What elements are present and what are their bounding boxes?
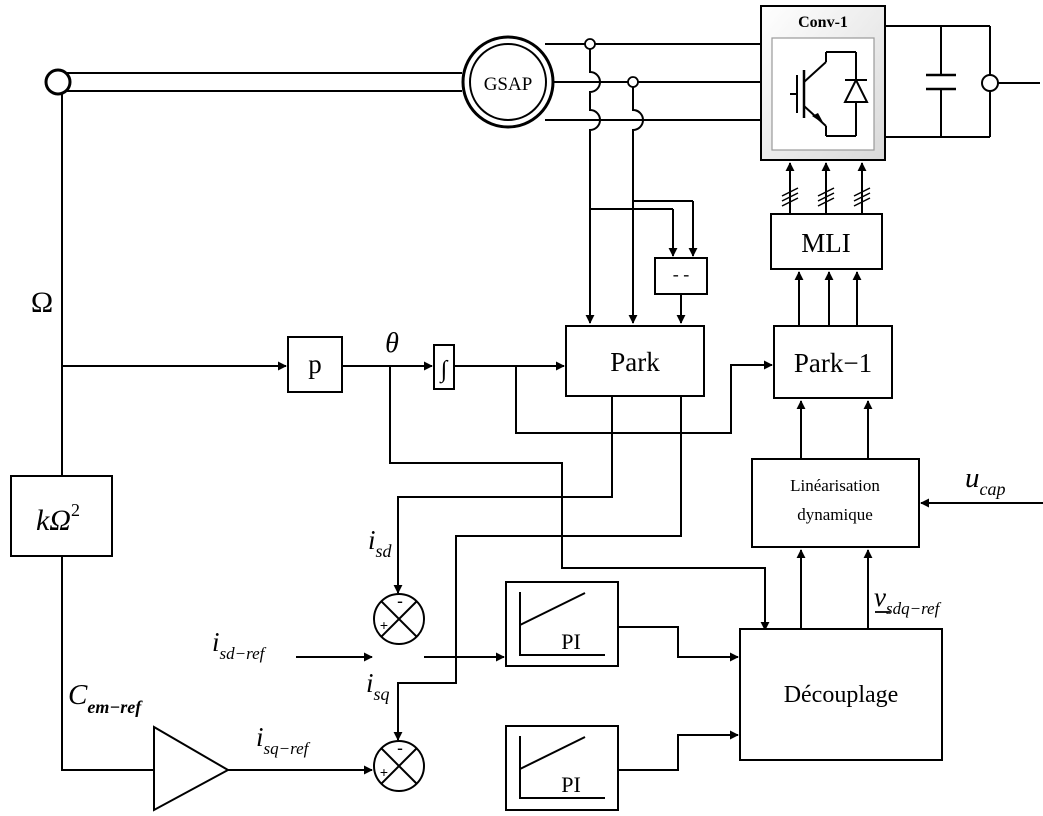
omega-path: Ω: [31, 94, 287, 476]
komega-base: kΩ: [36, 504, 71, 537]
isd-ref-sub: sd−ref: [220, 644, 267, 663]
v-ref-sub: sdq−ref: [886, 599, 942, 618]
isq-sub: sq: [374, 684, 390, 704]
isd-ref-input: isd−ref: [212, 627, 373, 663]
three-phase-lines: [545, 38, 760, 308]
u-cap-input: ucap: [920, 462, 1043, 508]
linearisation-line2: dynamique: [797, 505, 873, 524]
pi2-to-decouplage: [618, 730, 739, 771]
theta-label: θ: [385, 328, 399, 359]
svg-text:isq−ref: isq−ref: [256, 722, 311, 758]
summer-d-plus: +: [380, 617, 388, 633]
pi1-to-decouplage: [618, 626, 739, 662]
park-inverse-block: Park−1: [773, 325, 893, 399]
v-ref-base: v: [874, 582, 886, 612]
dc-bus: [885, 25, 1040, 138]
pi1-label: PI: [561, 629, 581, 654]
mli-label: MLI: [801, 228, 851, 258]
isq-ref-sub: sq−ref: [264, 739, 311, 758]
pi2-label: PI: [561, 772, 581, 797]
gsap-generator: GSAP: [461, 35, 555, 129]
isq-base: i: [366, 668, 374, 698]
pi-block-2: PI: [505, 725, 619, 811]
shaft-end-circle: [44, 68, 72, 96]
pi-block-1: PI: [505, 581, 619, 667]
park-inverse-label: Park−1: [794, 348, 872, 378]
park-outputs: [393, 396, 682, 741]
theta-path: θ: [342, 328, 770, 631]
omega-label: Ω: [31, 286, 53, 319]
summer-q-minus: -: [397, 738, 403, 758]
voltage-measurement-branch: - -: [590, 200, 708, 324]
summer-d-minus: -: [397, 591, 403, 611]
park-block: Park: [565, 325, 705, 397]
integrator-block: ∫: [433, 344, 455, 390]
v-sdq-ref-label: vsdq−ref: [874, 582, 942, 618]
svg-text:kΩ2: kΩ2: [36, 500, 80, 537]
u-cap-sub: cap: [980, 479, 1006, 499]
isd-ref-base: i: [212, 627, 220, 657]
isq-ref-label: isq−ref: [256, 722, 311, 758]
svg-text:isd−ref: isd−ref: [212, 627, 267, 663]
isd-base: i: [368, 525, 376, 555]
mli-block: MLI: [770, 213, 883, 270]
summer-q-plus: +: [380, 764, 388, 780]
gsap-label: GSAP: [484, 74, 533, 95]
isd-signal-label: isd: [368, 525, 393, 561]
linearisation-line1: Linéarisation: [790, 476, 880, 495]
p-block: p: [287, 336, 343, 393]
svg-text:vsdq−ref: vsdq−ref: [874, 582, 942, 618]
svg-text:Cem−ref: Cem−ref: [68, 679, 143, 717]
igbt-diode-icon: [771, 37, 875, 151]
shaft: [44, 68, 462, 96]
integrator-label: ∫: [439, 357, 449, 384]
k-omega-squared-block: kΩ2: [10, 475, 113, 557]
komega-exp: 2: [71, 500, 80, 520]
decouplage-label: Découplage: [784, 682, 899, 708]
svg-text:ucap: ucap: [965, 462, 1006, 499]
summer-q: - +: [373, 738, 425, 792]
cem-ref-base: C: [68, 679, 88, 711]
linearisation-block: Linéarisation dynamique: [751, 458, 920, 548]
decouplage-block: Découplage: [739, 628, 943, 761]
svg-text:isq: isq: [366, 668, 390, 704]
angle-path: [454, 360, 773, 434]
summer-d: - +: [373, 591, 425, 645]
u-cap-base: u: [965, 462, 980, 494]
cem-ref-sub: em−ref: [87, 697, 143, 717]
svg-text:isd: isd: [368, 525, 393, 561]
decouplage-to-linearisation: [796, 549, 873, 629]
torque-ref-path: [61, 556, 373, 812]
conv1-label: Conv-1: [798, 14, 848, 31]
p-label: p: [308, 349, 322, 379]
linearisation-to-parkinv: [796, 400, 873, 459]
isd-sub: sd: [376, 541, 393, 561]
mli-to-converter-arrows: [781, 162, 871, 214]
isq-ref-base: i: [256, 722, 264, 752]
cem-ref-label: Cem−ref: [68, 679, 143, 717]
parkinv-to-mli-arrows: [794, 271, 862, 325]
gain-triangle: [153, 725, 231, 812]
park-label: Park: [610, 347, 660, 377]
minus-box-label: - -: [673, 264, 690, 284]
converter-conv1: Conv-1: [760, 5, 886, 161]
current-inputs-to-park: [585, 280, 638, 324]
isq-signal-label: isq: [366, 668, 390, 704]
